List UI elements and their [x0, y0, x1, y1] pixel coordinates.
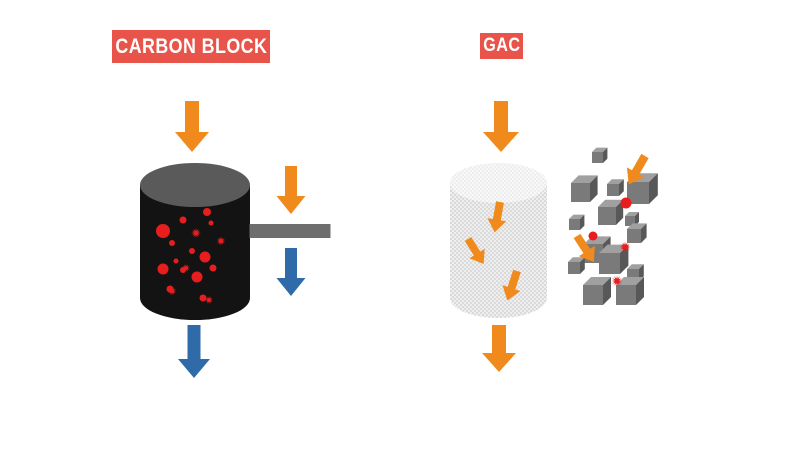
carbon-block-label-text: CARBON BLOCK	[115, 34, 267, 58]
carbon-granule-cube	[598, 199, 624, 225]
carbon-granule-cube	[569, 214, 585, 230]
gac-label-text: GAC	[482, 35, 521, 56]
gac-cylinder-top-highlight	[450, 163, 547, 203]
gac-outlet-arrow-icon	[482, 325, 516, 372]
carbon-block-outlet-arrow-icon	[178, 325, 210, 378]
carbon-block-label: CARBON BLOCK	[112, 30, 270, 63]
contaminant-dot	[620, 197, 632, 209]
gac-granules-schematic	[568, 147, 658, 305]
carbon-granule-cube	[583, 277, 611, 305]
contaminant-dot	[189, 248, 195, 254]
contaminant-dot	[156, 224, 170, 238]
contaminant-dot	[199, 294, 207, 302]
filter-barrier-bar	[249, 224, 331, 238]
gac-cylinder	[450, 163, 547, 318]
carbon-granule-cube	[627, 223, 647, 243]
contaminant-dot	[199, 251, 211, 263]
carbon-block-cylinder	[140, 163, 250, 320]
contaminant-dot	[588, 231, 598, 241]
gac-cylinder-body	[450, 183, 547, 318]
contaminant-dot	[179, 216, 187, 224]
contaminant-dot	[209, 264, 217, 272]
carbon-granule-cube	[607, 179, 624, 196]
carbon-granule-cube	[592, 147, 608, 163]
carbon-granule-cube	[571, 175, 598, 202]
carbon-block-filtration-schematic	[249, 166, 331, 296]
carbon-block-inlet-arrow-icon	[175, 101, 209, 152]
contaminant-dot	[169, 240, 175, 246]
clean-water-arrow-icon	[276, 248, 306, 296]
gac-inlet-arrow-icon	[483, 101, 519, 152]
carbon-block-cylinder-body	[140, 185, 250, 320]
contaminant-dot	[203, 208, 211, 216]
dirty-water-arrow-icon	[276, 166, 306, 214]
contaminant-dot	[191, 271, 203, 283]
trapped-contaminants	[156, 208, 226, 305]
contaminant-dot	[157, 263, 169, 275]
carbon-block-cylinder-top	[140, 163, 250, 207]
gac-label: GAC	[480, 33, 523, 59]
contaminant-dot	[208, 220, 214, 226]
carbon-granule-cube	[568, 257, 585, 274]
contaminant-dot	[173, 258, 179, 264]
